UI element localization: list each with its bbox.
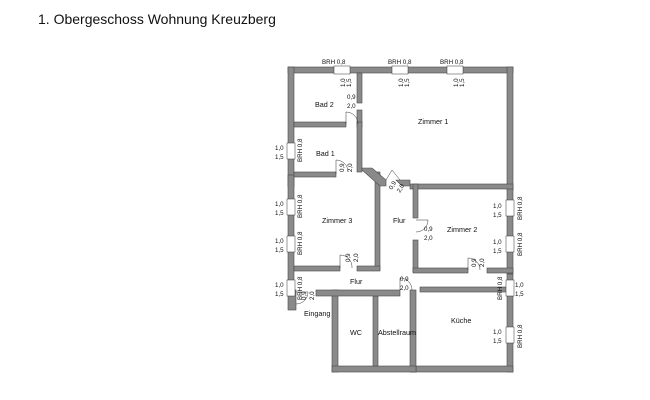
room-kueche: Küche — [451, 316, 471, 325]
brh-label: BRH 0,8 — [517, 196, 524, 220]
window-width: 1,0 — [275, 201, 284, 208]
window-width: 1,0 — [515, 282, 524, 289]
window-width: 1,0 — [398, 78, 405, 87]
room-eingang: Eingang — [304, 309, 330, 318]
room-zimmer-3: Zimmer 3 — [322, 216, 352, 225]
door-height: 2,0 — [309, 291, 316, 300]
windows — [286, 65, 515, 344]
window-width: 1,0 — [493, 239, 502, 246]
window-height: 1,5 — [275, 247, 284, 254]
window-height: 1,5 — [346, 78, 353, 87]
window-width: 1,0 — [275, 238, 284, 245]
door-height: 2,0 — [396, 183, 407, 194]
room-zimmer-1: Zimmer 1 — [418, 117, 448, 126]
window-height: 1,5 — [493, 338, 502, 345]
window-width: 1,0 — [453, 78, 460, 87]
room-flur-upper: Flur — [393, 216, 406, 225]
brh-label: BRH 0,8 — [297, 194, 304, 218]
room-zimmer-2: Zimmer 2 — [447, 225, 477, 234]
door-height: 2,0 — [479, 258, 486, 267]
door-width: 0,9 — [339, 163, 346, 172]
door-width: 0,9 — [347, 94, 356, 101]
window-height: 1,5 — [275, 291, 284, 298]
window-width: 1,0 — [275, 282, 284, 289]
brh-label: BRH 0,8 — [297, 138, 304, 162]
window-height: 1,5 — [515, 291, 524, 298]
room-bad-1: Bad 1 — [316, 149, 335, 158]
door-height: 2,0 — [424, 235, 433, 242]
brh-label: BRH 0,8 — [322, 59, 346, 66]
brh-label: BRH 0,8 — [497, 276, 504, 300]
door-height: 2,0 — [347, 103, 356, 110]
window-height: 1,5 — [493, 248, 502, 255]
window-width: 1,0 — [493, 203, 502, 210]
window-width: 1,0 — [493, 329, 502, 336]
window-height: 1,5 — [404, 78, 411, 87]
window-width: 1,0 — [340, 78, 347, 87]
window-height: 1,5 — [275, 154, 284, 161]
brh-label: BRH 0,8 — [440, 59, 464, 66]
door-width: 0,9 — [424, 226, 433, 233]
room-flur-lower: Flur — [350, 277, 363, 286]
brh-label: BRH 0,8 — [297, 276, 304, 300]
brh-label: BRH 0,8 — [517, 324, 524, 348]
door-width: 0,9 — [301, 291, 308, 300]
brh-label: BRH 0,8 — [297, 231, 304, 255]
door-height: 2,0 — [347, 163, 354, 172]
door-width: 0,9 — [345, 253, 352, 262]
window-width: 1,0 — [275, 145, 284, 152]
brh-label: BRH 0,8 — [388, 59, 412, 66]
door-width: 0,9 — [388, 180, 399, 191]
window-height: 1,5 — [493, 212, 502, 219]
window-height: 1,5 — [459, 78, 466, 87]
door-width: 0,9 — [400, 276, 409, 283]
room-abstellraum: Abstellraum — [378, 328, 416, 337]
door-height: 2,0 — [353, 253, 360, 262]
inner-walls — [293, 72, 514, 293]
room-bad-2: Bad 2 — [315, 100, 334, 109]
room-wc: WC — [350, 328, 362, 337]
doors — [295, 111, 481, 305]
door-height: 2,0 — [400, 285, 409, 292]
door-width: 0,9 — [471, 258, 478, 267]
brh-label: BRH 0,8 — [517, 232, 524, 256]
window-height: 1,5 — [275, 210, 284, 217]
plan-title: 1. Obergeschoss Wohnung Kreuzberg — [38, 11, 276, 27]
